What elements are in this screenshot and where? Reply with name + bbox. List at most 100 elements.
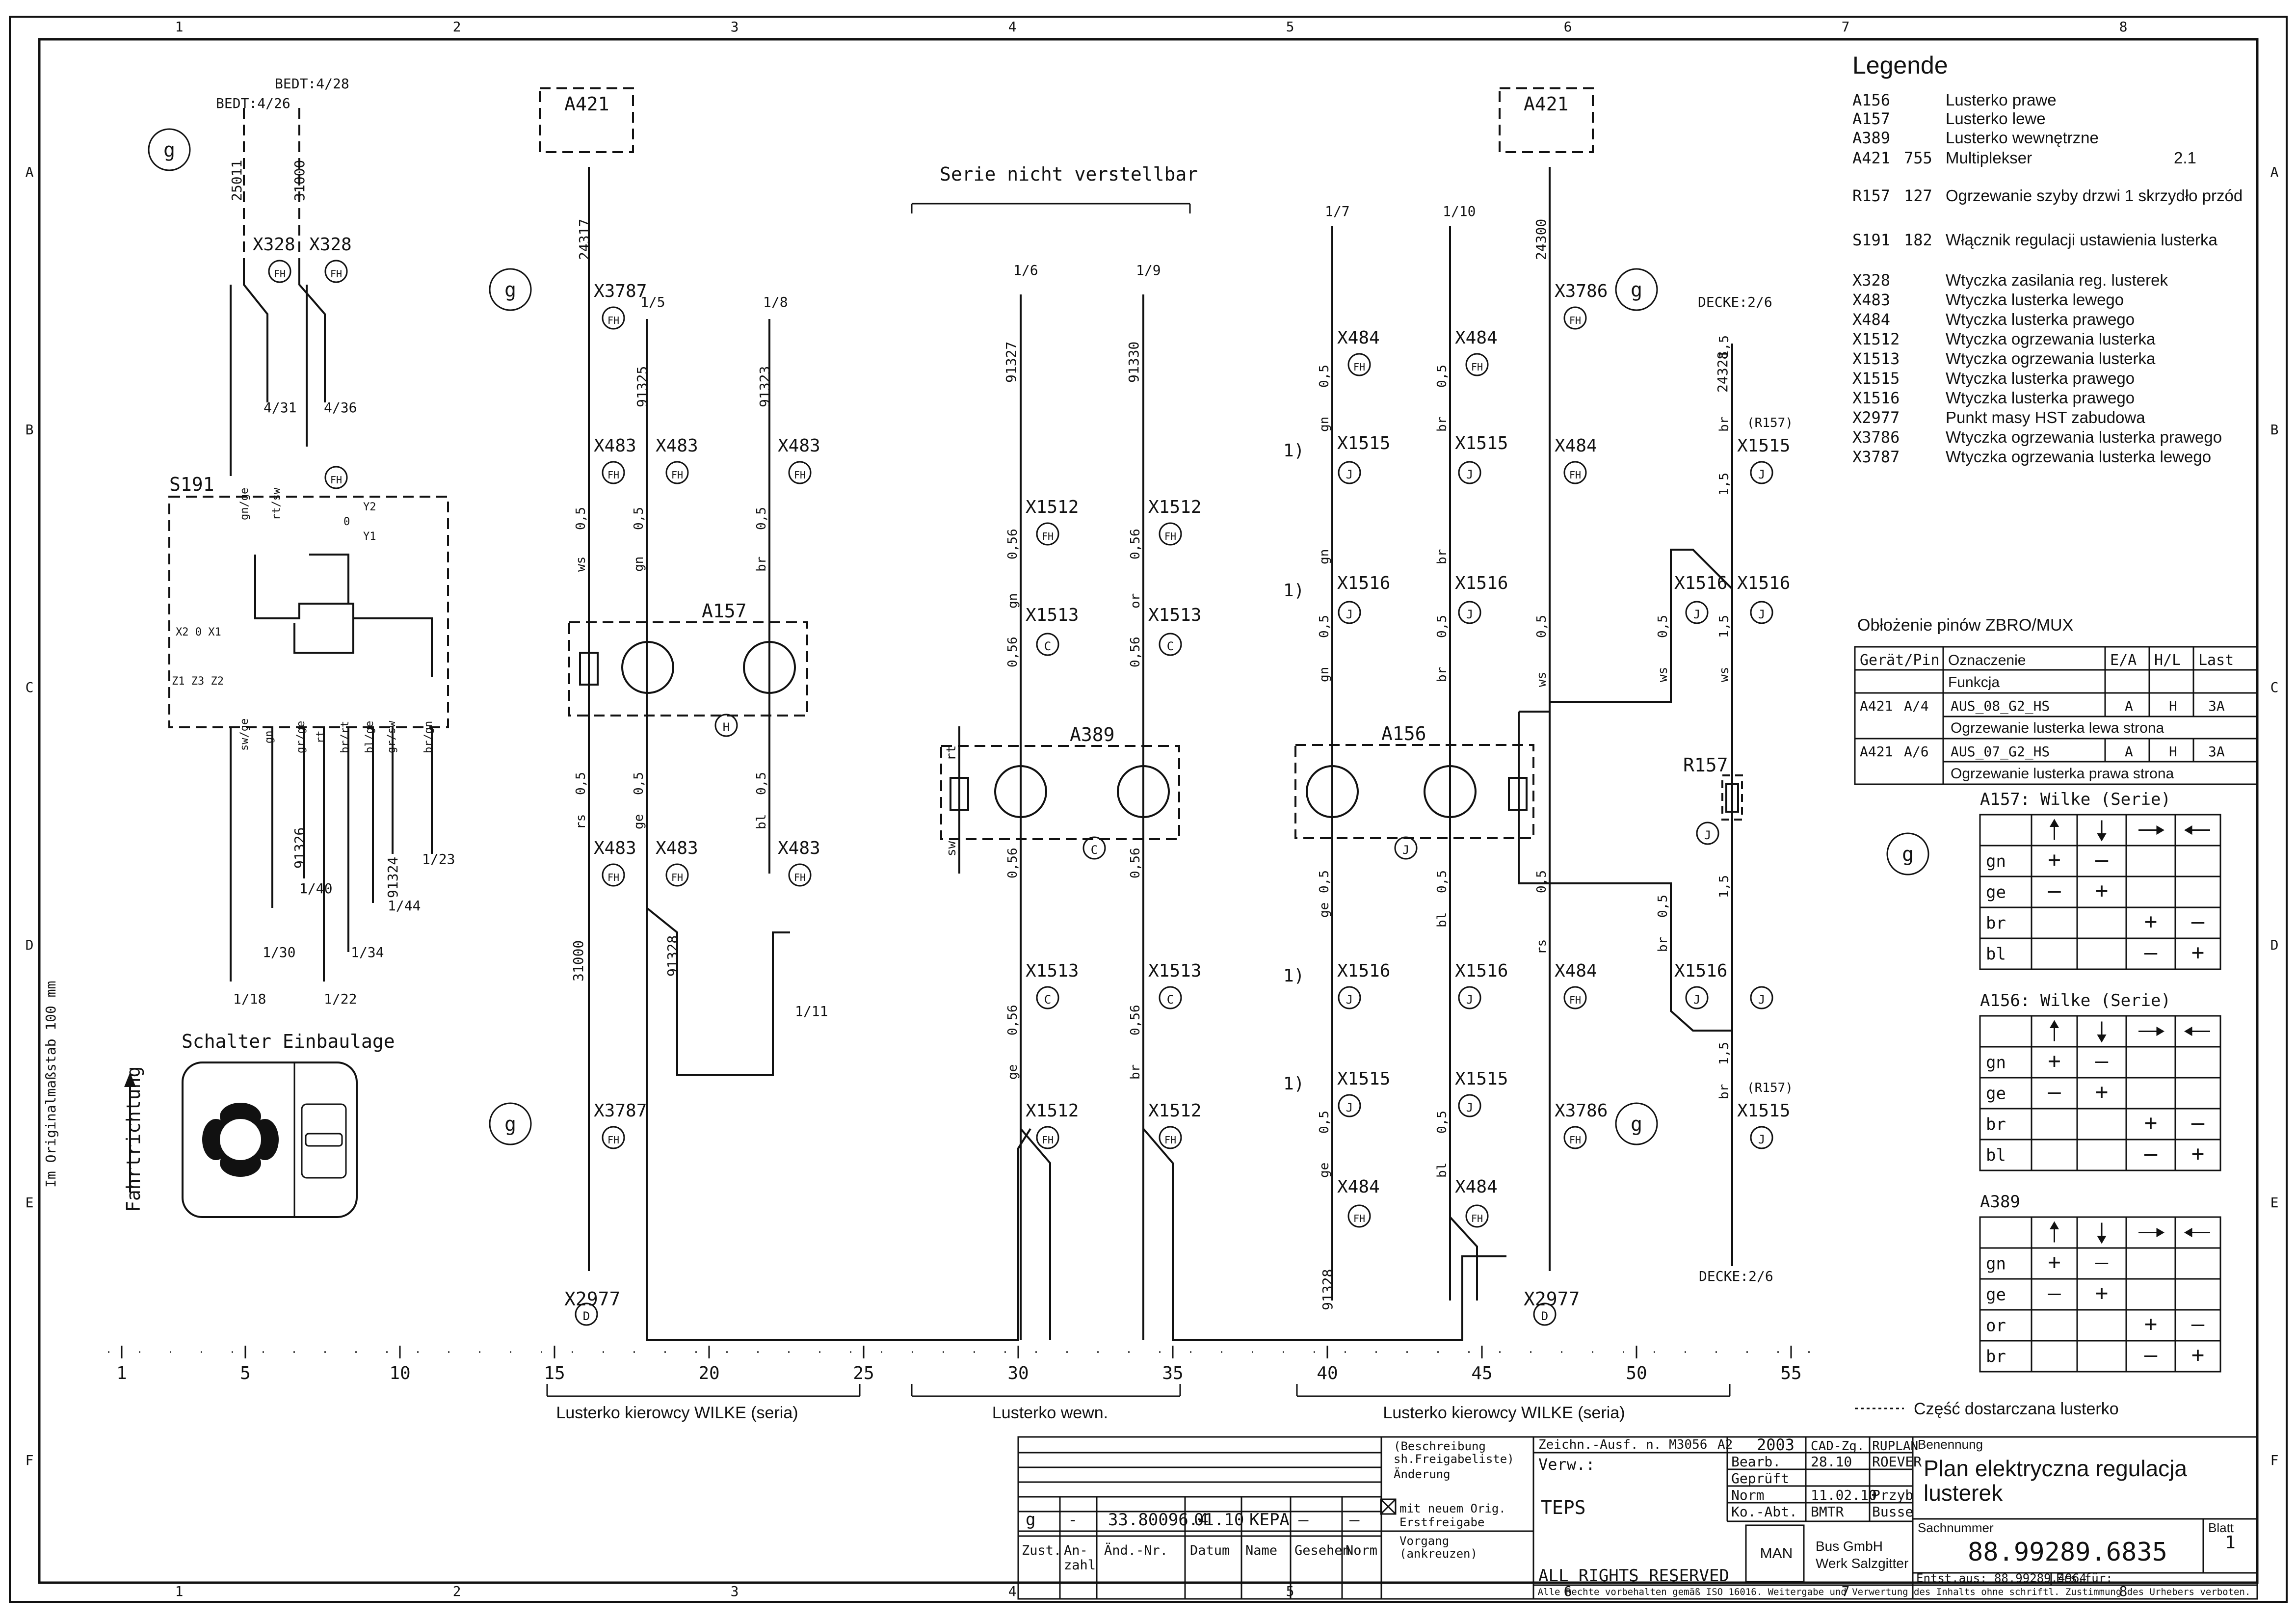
column-ref-top: 1 xyxy=(175,19,184,35)
revision-value: - xyxy=(1068,1510,1078,1530)
switch-terminal: br/gn xyxy=(422,721,435,753)
switch-terminal: 0 xyxy=(343,516,350,528)
connector-badge-circle xyxy=(1458,461,1481,484)
connector-label: X1515 xyxy=(1455,1069,1508,1089)
row-ref-left: E xyxy=(26,1194,34,1211)
legend-text: Lusterko lewe xyxy=(1946,109,2046,128)
legend-text: Lusterko prawe xyxy=(1946,91,2057,109)
connector-badge-circle xyxy=(1563,306,1587,330)
wire-number: 91325 xyxy=(634,366,650,407)
connector-badge: FH xyxy=(607,872,619,883)
legend-text: Lusterko wewnętrzne xyxy=(1946,129,2099,147)
legend-code: X2977 xyxy=(1852,408,1900,427)
connector-label: X1516 xyxy=(1674,573,1727,593)
company-logo-text: MAN xyxy=(1760,1545,1793,1562)
connector-badge: FH xyxy=(1569,469,1581,481)
row-ref-right: D xyxy=(2270,937,2279,953)
pin-ea: A xyxy=(2125,698,2133,714)
legend-text: Ogrzewanie szyby drzwi 1 skrzydło przód xyxy=(1946,186,2243,205)
pin-table-header: Last xyxy=(2198,652,2234,669)
connector-label: X1516 xyxy=(1674,961,1727,981)
connector-badge-circle xyxy=(602,863,625,887)
state-cell: — xyxy=(2095,1250,2109,1275)
connector-badge: FH xyxy=(607,469,619,481)
connector-badge-circle xyxy=(1338,1094,1361,1117)
tb-row-date: BMTR xyxy=(1811,1504,1844,1520)
connector-badge: FH xyxy=(607,315,619,326)
state-row-color: br xyxy=(1986,914,2006,933)
connector-badge-circle xyxy=(1563,1126,1587,1149)
wire-color: gn xyxy=(1317,667,1332,682)
connector-badge: FH xyxy=(1164,1134,1176,1146)
column-ref-bottom: 6 xyxy=(1564,1583,1572,1599)
connector-label: X1513 xyxy=(1148,961,1201,981)
connector-badge-circle xyxy=(324,466,348,489)
change-label: (Beschreibung xyxy=(1394,1439,1486,1453)
revision-header: Zust. xyxy=(1022,1543,1061,1558)
legend-code: A389 xyxy=(1852,129,1890,147)
wire-color: rt xyxy=(944,745,959,761)
column-ref-bottom: 4 xyxy=(1008,1583,1017,1599)
legend-code: X328 xyxy=(1852,271,1890,290)
revision-value: g xyxy=(1026,1510,1035,1530)
connector-badge-circle xyxy=(1159,1126,1182,1149)
pin-table-header: H/L xyxy=(2154,652,2181,669)
state-cell: — xyxy=(2048,1080,2061,1105)
revision-marker-circle xyxy=(489,1102,532,1145)
revision-marker-label: g xyxy=(163,139,175,161)
state-cell: — xyxy=(2191,909,2205,934)
wire-color: br xyxy=(1435,667,1450,682)
wire-color: gn xyxy=(1317,549,1332,564)
change-label: Erstfreigabe xyxy=(1399,1515,1484,1529)
wire-color: br xyxy=(1717,1084,1732,1099)
state-cell: + xyxy=(2144,1312,2158,1337)
legend-code: X1513 xyxy=(1852,349,1900,368)
change-label: Vorgang xyxy=(1399,1534,1449,1548)
wire-color: ge xyxy=(1317,1163,1332,1178)
company-name: Bus GmbH xyxy=(1816,1539,1883,1554)
connector-badge-circle xyxy=(1563,986,1587,1009)
legend-number: 127 xyxy=(1904,186,1932,205)
switch-terminal: rt/sw xyxy=(270,487,283,520)
connector-label: X1513 xyxy=(1026,961,1079,981)
connector-label: X483 xyxy=(656,436,698,456)
connector-label: X1516 xyxy=(1455,961,1508,981)
footnote-marker: 1) xyxy=(1283,441,1304,461)
legend-text: Wtyczka lusterka prawego xyxy=(1946,310,2135,328)
r157-reference: (R157) xyxy=(1747,1081,1793,1095)
wire-color: gn xyxy=(1317,417,1332,432)
connector-label: X1515 xyxy=(1737,1101,1790,1121)
connector-label: X484 xyxy=(1455,1177,1498,1197)
pin-table-header: E/A xyxy=(2110,652,2137,669)
verw-label: Verw.: xyxy=(1538,1455,1595,1474)
column-ref-top: 6 xyxy=(1564,19,1572,35)
cross-reference: 1/5 xyxy=(640,294,665,310)
revision-marker-label: g xyxy=(504,279,516,301)
legend-text: Wtyczka ogrzewania lusterka prawego xyxy=(1946,428,2222,446)
switch-terminal: Z1 Z3 Z2 xyxy=(172,675,224,688)
connector-label: X1515 xyxy=(1737,436,1790,456)
connector-label: X1512 xyxy=(1026,497,1079,517)
connector-badge-circle xyxy=(602,306,625,330)
revision-value: 33.80096.4 xyxy=(1108,1510,1209,1530)
connector-badge-circle xyxy=(1696,822,1719,845)
component-label: X2977 xyxy=(564,1288,620,1310)
revision-value: — xyxy=(1349,1510,1360,1530)
component-label: A389 xyxy=(1070,724,1115,745)
connector-badge-circle xyxy=(665,461,689,484)
state-row-color: gn xyxy=(1986,1053,2006,1073)
connector-badge: J xyxy=(1758,1133,1765,1146)
pin-table-header: Oznaczenie xyxy=(1948,652,2026,668)
wire-color: ge xyxy=(632,814,646,829)
state-cell: + xyxy=(2048,1250,2061,1275)
wire-color: ws xyxy=(574,557,588,572)
legend-text: Wtyczka ogrzewania lusterka xyxy=(1946,330,2156,348)
connector-badge: FH xyxy=(1471,1213,1483,1224)
revision-marker-label: g xyxy=(1631,279,1642,301)
cad-label: CAD-Zg. RUPLAN xyxy=(1811,1439,1918,1454)
connector-label: X484 xyxy=(1337,1177,1380,1197)
wire-number: 31000 xyxy=(570,940,586,982)
